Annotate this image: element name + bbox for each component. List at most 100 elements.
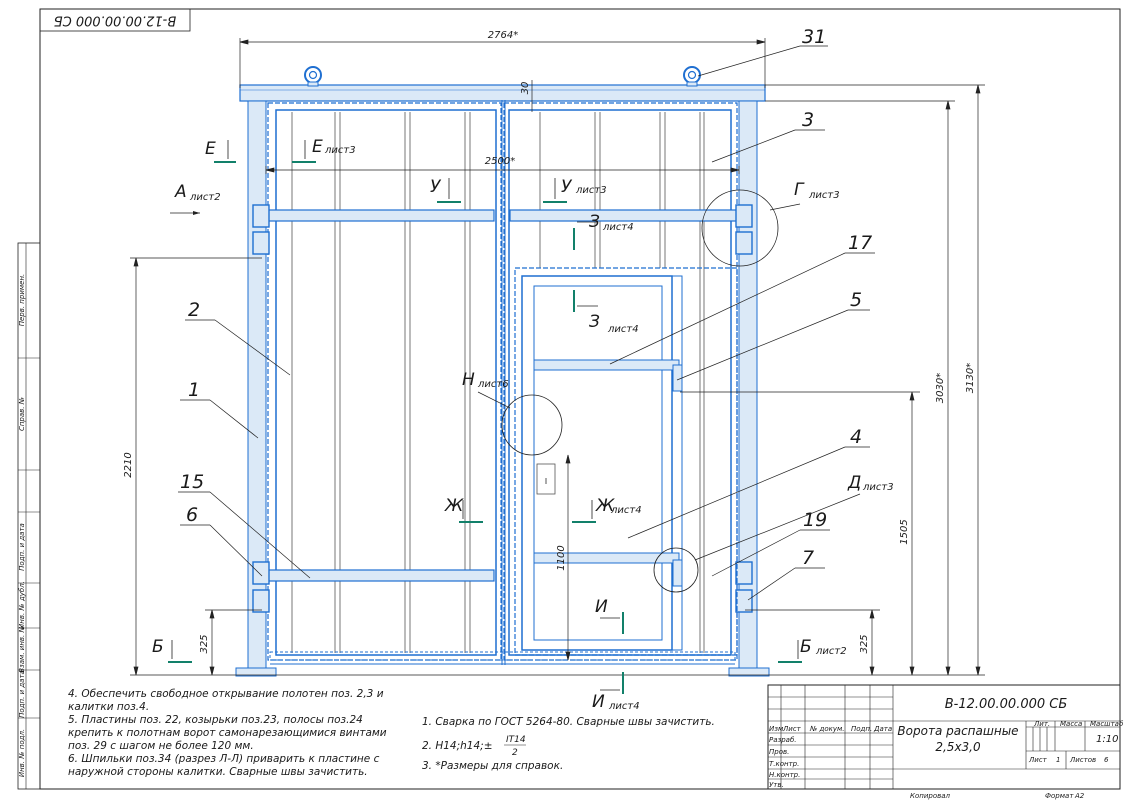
tb-nkontr: Н.контр. [769, 771, 800, 779]
wicket-crossbar-top [533, 359, 680, 371]
section-zh-2: Ж [595, 496, 615, 516]
left-crossbar-bottom [265, 569, 495, 582]
tb-sheets-no: 6 [1104, 756, 1109, 764]
note-reference: 3. *Размеры для справок. [422, 760, 563, 772]
callout-numbers: 31 3 2 17 5 1 4 15 6 19 7 [180, 26, 872, 569]
lifting-eye-left [304, 66, 322, 87]
tb-col-list: Лист [782, 725, 802, 733]
tb-col-sign: Подп. [851, 725, 872, 733]
gate-drawing [235, 66, 779, 677]
section-n-sheet: лист6 [477, 379, 509, 390]
stamp-perv-primen: Перв. примен. [18, 274, 26, 327]
section-b-1: Б [152, 637, 164, 657]
callout-15: 15 [180, 471, 204, 493]
left-leaf-frame [267, 102, 502, 661]
callout-7: 7 [802, 547, 814, 569]
detail-circle-d [653, 547, 699, 593]
tb-col-doc: № докум. [809, 725, 845, 733]
right-post [738, 100, 758, 676]
stamp-inv-podl: Инв. № подл. [18, 729, 26, 777]
side-stamp-column: Перв. примен. Справ. № Подп. и дата Инв.… [17, 242, 41, 790]
stamp-sprav: Справ. № [18, 397, 26, 431]
callout-2: 2 [188, 299, 200, 321]
dim-2210: 2210 [123, 452, 134, 477]
hinges-right [735, 204, 753, 613]
tb-scale: 1:10 [1096, 734, 1118, 745]
callout-3: 3 [802, 109, 814, 131]
section-e-2-sheet: лист3 [324, 145, 356, 156]
note-welding: 1. Сварка по ГОСТ 5264-80. Сварные швы з… [422, 716, 715, 728]
dim-inner-width: 2500* [485, 156, 515, 167]
stamp-podp-data-2: Подп. и дата [18, 670, 26, 718]
note-left-line-3: 5. Пластины поз. 22, козырьки поз.23, по… [68, 714, 363, 726]
tb-razrab: Разраб. [769, 736, 797, 744]
wicket-post [671, 275, 683, 651]
callout-leaders [178, 45, 875, 601]
left-post-base [235, 667, 277, 677]
section-i-2-sheet: лист4 [608, 701, 640, 712]
tb-massa: Масса [1060, 720, 1082, 728]
tb-name-line1: Ворота распашные [897, 724, 1018, 738]
section-b-2: Б [800, 637, 812, 657]
stamp-box [39, 8, 191, 32]
note-tolerance-num: IT14 [506, 735, 526, 745]
dim-1100: 1100 [556, 545, 567, 570]
lifting-eye-right [683, 66, 701, 87]
note-tolerance-den: 2 [512, 748, 518, 758]
section-a-sheet: лист2 [189, 192, 221, 203]
stamp-rotated: В-12.00.00.000 СБ [54, 13, 177, 28]
dim-overall-width: 2764* [488, 30, 518, 41]
left-leaf-inner [275, 109, 497, 656]
section-a: А [174, 182, 187, 202]
section-i-1: И [595, 597, 608, 617]
wicket-lock [536, 463, 556, 495]
wicket-inner [533, 285, 663, 641]
note-left-line-1: 4. Обеспечить свободное открывание полот… [68, 688, 384, 700]
tb-sheet-label: Лист [1028, 756, 1048, 764]
tb-copied: Копировал [910, 792, 951, 800]
stamp-vzam-inv: Взам. инв. № [18, 625, 26, 673]
left-post [247, 100, 267, 676]
section-n: Н [462, 370, 475, 390]
section-g-sheet: лист3 [808, 190, 840, 201]
note-tolerance-prefix: 2. H14;h14;± [422, 740, 493, 752]
top-beam [239, 84, 766, 102]
section-d: Д [847, 473, 861, 493]
section-u-2-sheet: лист3 [575, 185, 607, 196]
callout-6: 6 [186, 504, 198, 526]
note-left-line-7: наружной стороны калитки. Сварные швы за… [68, 766, 368, 778]
tb-lit: Лит. [1033, 720, 1050, 728]
right-post-base [728, 667, 770, 677]
tb-format-label: Формат [1045, 792, 1074, 800]
section-b-2-sheet: лист2 [815, 646, 847, 657]
note-left-line-2: калитки поз.4. [68, 701, 149, 713]
title-block: В-12.00.00.000 СБ Ворота распашные 2,5х3… [767, 684, 1124, 790]
wicket-hinge-bottom [672, 559, 683, 587]
callout-1: 1 [188, 379, 200, 401]
wicket-crossbar-bottom [533, 552, 680, 564]
notes-left: 4. Обеспечить свободное открывание полот… [68, 688, 387, 778]
section-z-2-sheet: лист4 [607, 324, 639, 335]
section-zh-1: Ж [444, 496, 464, 516]
dim-325-left: 325 [199, 634, 210, 653]
stamp-podp-data-1: Подп. и дата [18, 523, 26, 571]
tb-designation: В-12.00.00.000 СБ [945, 697, 1068, 712]
tb-sheets-label: Листов [1069, 756, 1096, 764]
section-marks: Е Е лист3 А лист2 У У лист3 З лист4 З ли… [152, 137, 894, 712]
dim-1505: 1505 [899, 519, 910, 544]
section-z-1: З [589, 212, 600, 232]
dim-325-right: 325 [859, 634, 870, 653]
section-z-2: З [589, 312, 600, 332]
note-left-line-4: крепить к полотнам ворот самонарезающими… [68, 727, 387, 739]
callout-4: 4 [850, 426, 862, 448]
section-g: Г [794, 180, 805, 200]
dim-3130: 3130* [965, 363, 976, 393]
wicket-outer [514, 267, 738, 656]
hinges-left [252, 204, 270, 613]
section-u-2: У [561, 177, 573, 197]
callout-31: 31 [802, 26, 826, 48]
section-zh-2-sheet: лист4 [610, 505, 642, 516]
tb-format: А2 [1074, 792, 1085, 800]
